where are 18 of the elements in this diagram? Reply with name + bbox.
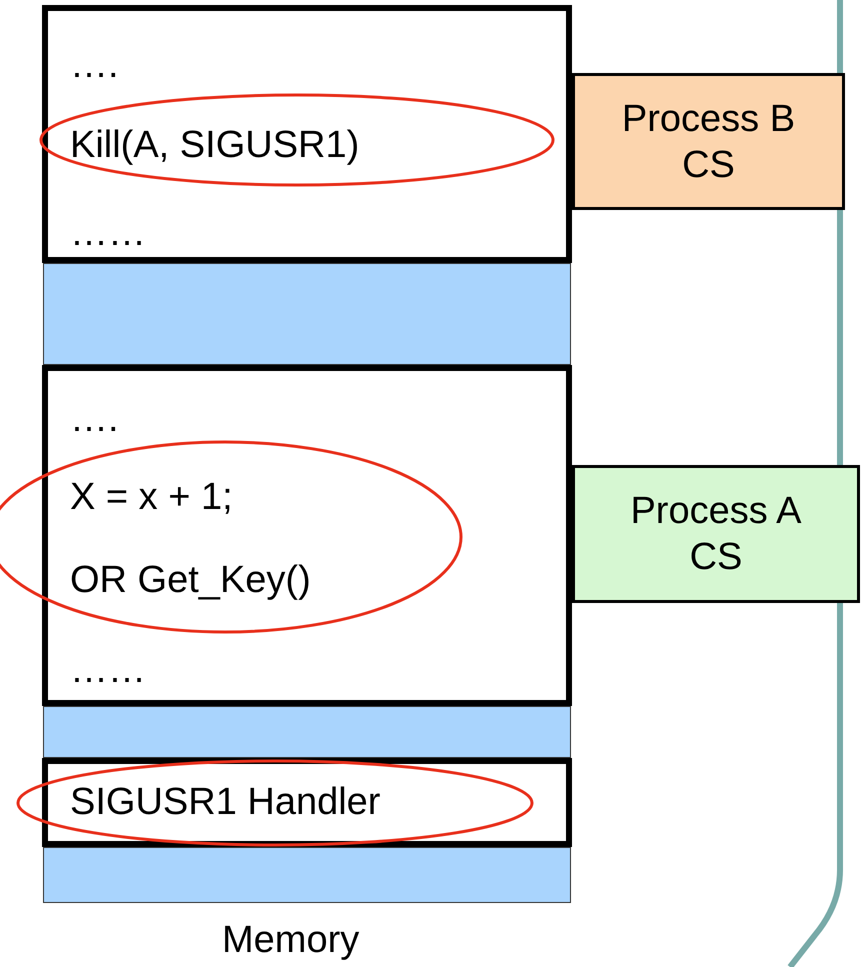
code-line: …… bbox=[70, 211, 146, 255]
code-line: Kill(A, SIGUSR1) bbox=[70, 123, 360, 167]
process-label: Process B CS bbox=[620, 96, 796, 188]
memory-band bbox=[43, 263, 571, 365]
memory-block bbox=[42, 365, 572, 706]
process-label-box bbox=[572, 73, 845, 210]
code-line: OR Get_Key() bbox=[70, 558, 311, 602]
code-line: …. bbox=[70, 43, 119, 87]
code-line: …. bbox=[70, 397, 119, 441]
memory-band bbox=[43, 847, 571, 903]
code-line: SIGUSR1 Handler bbox=[70, 780, 380, 824]
code-line: X = x + 1; bbox=[70, 475, 233, 519]
code-line: …… bbox=[70, 648, 146, 692]
memory-band bbox=[43, 706, 571, 758]
memory-block bbox=[42, 5, 572, 263]
memory-caption: Memory bbox=[222, 918, 360, 962]
process-label: Process A CS bbox=[629, 489, 803, 580]
process-label-box bbox=[572, 465, 860, 603]
